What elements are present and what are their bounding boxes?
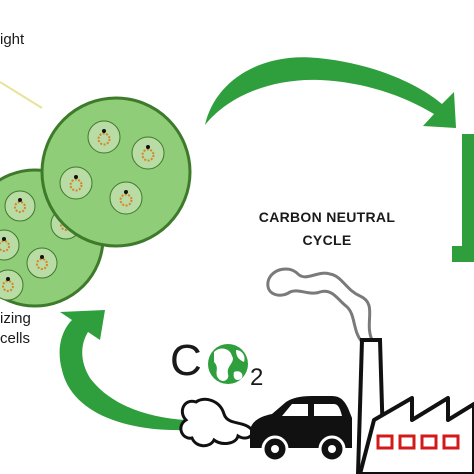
co2-letter-c: C — [170, 336, 202, 385]
nucleus — [4, 190, 36, 222]
nucleus — [109, 181, 143, 215]
cycle-title-line2: CYCLE — [302, 232, 352, 248]
plant-structure-icon — [452, 134, 474, 262]
nucleus — [0, 269, 24, 301]
nucleus — [0, 229, 20, 261]
sun-ray — [0, 81, 43, 109]
factory-window — [420, 434, 438, 450]
car-icon — [250, 396, 352, 463]
factory-icon — [355, 338, 474, 474]
exhaust-smoke-icon — [179, 397, 254, 448]
cells-label-line2: cells — [0, 330, 31, 347]
nucleus — [131, 136, 165, 170]
cycle-arrow-top — [205, 57, 456, 128]
cycle-arrow-bottom — [59, 310, 187, 431]
cells-label-line1: izing — [0, 310, 31, 327]
factory-window — [398, 434, 416, 450]
factory-window — [442, 434, 460, 450]
nucleus — [59, 166, 93, 200]
earth-globe-icon — [208, 344, 248, 384]
factory-window — [376, 434, 394, 450]
algae-cell-icon — [40, 96, 192, 248]
nucleus — [87, 120, 121, 154]
cycle-title-line1: CARBON NEUTRAL — [258, 209, 396, 225]
sunlight-label: ight — [0, 31, 25, 48]
nucleus — [26, 247, 58, 279]
smoke-icon — [266, 267, 375, 344]
co2-subscript: 2 — [250, 364, 264, 391]
